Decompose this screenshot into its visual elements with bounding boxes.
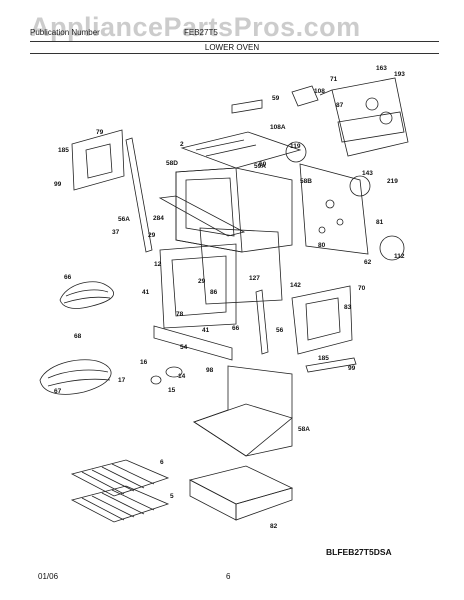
- part-label: 78: [176, 311, 184, 318]
- part-label: 29: [148, 232, 156, 239]
- oven-top-panel: [180, 131, 302, 169]
- part-label: 16: [140, 359, 148, 366]
- part-label: 219: [387, 178, 398, 185]
- part-label: 2: [180, 141, 184, 148]
- part-label: 99: [54, 181, 62, 188]
- part-label: 58A: [298, 426, 310, 433]
- back-panel: [331, 77, 409, 157]
- page-number: 6: [226, 572, 231, 581]
- part-label: 37: [112, 229, 120, 236]
- part-label: 60: [259, 161, 267, 168]
- part-label: 29: [198, 278, 206, 285]
- part-label: 41: [202, 327, 210, 334]
- part-label: 142: [290, 282, 301, 289]
- part-label: 119: [290, 143, 301, 150]
- part-label: 185: [58, 147, 69, 154]
- part-label: 83: [344, 304, 352, 311]
- publication-number-label: Publication Number: [30, 28, 100, 37]
- section-title: LOWER OVEN: [204, 43, 260, 52]
- header-rule-top: [30, 41, 439, 42]
- model-fragment-label: FEB27T5: [184, 28, 218, 37]
- bake-element: [59, 281, 114, 309]
- part-label: 70: [358, 285, 366, 292]
- part-label: 66: [64, 274, 72, 281]
- kick-plate: [153, 325, 233, 361]
- part-label: 185: [318, 355, 329, 362]
- part-label: 284: [153, 215, 164, 222]
- part-label: 66: [232, 325, 240, 332]
- part-label: 68: [74, 333, 82, 340]
- broil-element: [39, 359, 112, 395]
- part-label: 82: [270, 523, 278, 530]
- part-label: 99: [348, 365, 356, 372]
- part-label: 62: [364, 259, 372, 266]
- part-label: 5: [170, 493, 174, 500]
- front-frame: [159, 243, 237, 329]
- revision-date: 01/06: [38, 572, 59, 581]
- part-label: 59A: [254, 163, 266, 170]
- part-label: 58B: [300, 178, 312, 185]
- part-label: 98: [206, 367, 214, 374]
- part-label: 79: [96, 129, 104, 136]
- door-trim: [158, 195, 246, 237]
- part-label: 58D: [166, 160, 178, 167]
- part-label: 143: [362, 170, 373, 177]
- part-label: 108A: [270, 124, 286, 131]
- part-label: 71: [330, 76, 338, 83]
- part-label: 56A: [118, 216, 130, 223]
- part-label: 87: [336, 102, 344, 109]
- part-label: 193: [394, 71, 405, 78]
- part-label: 56: [276, 327, 284, 334]
- part-label: 12: [154, 261, 162, 268]
- left-insulation: [71, 129, 125, 191]
- part-label: 108: [314, 88, 325, 95]
- part-label: 81: [376, 219, 384, 226]
- bracket-108: [291, 85, 319, 107]
- part-label: 67: [54, 388, 62, 395]
- oven-racks: [70, 459, 170, 523]
- knob: [165, 366, 183, 378]
- right-insulation: [291, 285, 353, 355]
- part-label: 15: [168, 387, 176, 394]
- part-label: 17: [118, 377, 126, 384]
- right-side-panel: [299, 163, 369, 255]
- part-label: 14: [178, 373, 186, 380]
- part-label: 86: [210, 289, 218, 296]
- part-label: 163: [376, 65, 387, 72]
- part-label: 80: [318, 242, 326, 249]
- model-code: BLFEB27T5DSA: [326, 547, 392, 557]
- part-label: 54: [180, 344, 188, 351]
- watermark: AppliancePartsPros.com: [30, 12, 361, 42]
- part-label: 41: [142, 289, 150, 296]
- part-label: 59: [272, 95, 280, 102]
- part-label: 112: [394, 253, 405, 260]
- part-label: 127: [249, 275, 260, 282]
- part-label: 6: [160, 459, 164, 466]
- header-rule-bottom: [30, 53, 439, 54]
